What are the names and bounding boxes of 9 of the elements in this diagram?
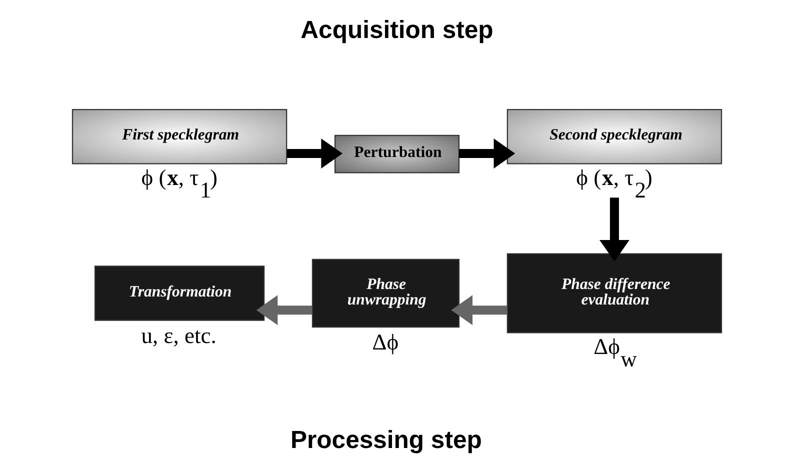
label: Processing step bbox=[290, 427, 482, 454]
arrow bbox=[459, 138, 516, 168]
arrow bbox=[287, 138, 343, 168]
arrow bbox=[451, 295, 508, 326]
arrow bbox=[256, 295, 312, 326]
node-label: Δϕ bbox=[372, 330, 399, 355]
label: Acquisition step bbox=[300, 17, 494, 44]
arrow bbox=[599, 198, 630, 262]
node-label: u, ε, etc. bbox=[141, 322, 216, 348]
